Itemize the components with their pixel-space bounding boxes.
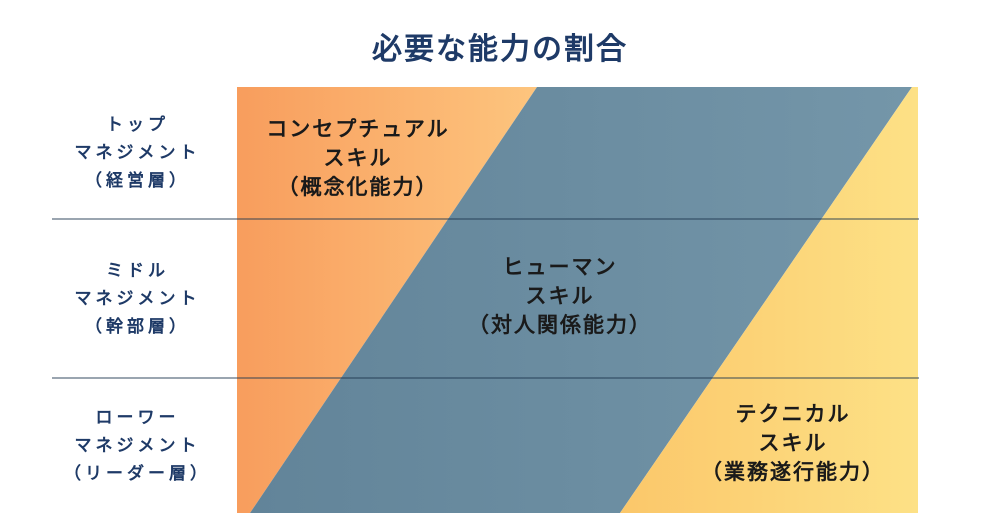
row-divider-line [52, 377, 919, 379]
row-label-line: トップ [106, 115, 169, 134]
region-label-line: （対人関係能力） [468, 314, 652, 337]
row-label-line: （経営層） [85, 171, 190, 190]
row-label-top-management: トップ マネジメント （経営層） [30, 87, 245, 219]
skills-parallelogram-chart [237, 87, 918, 513]
region-label-human-skill: ヒューマン スキル （対人関係能力） [410, 253, 710, 340]
region-label-technical-skill: テクニカル スキル （業務遂行能力） [643, 400, 943, 487]
region-label-line: スキル [525, 285, 595, 308]
row-label-line: ミドル [106, 260, 169, 280]
region-technical-skill [620, 87, 918, 513]
region-conceptual-skill [237, 87, 537, 513]
row-label-line: ローワー [95, 407, 180, 427]
region-label-line: （業務遂行能力） [701, 461, 885, 484]
row-label-line: マネジメント [74, 435, 201, 455]
region-label-line: テクニカル [735, 403, 851, 426]
row-label-line: マネジメント [74, 288, 201, 308]
region-human-skill [250, 87, 912, 513]
row-label-lower-management: ローワー マネジメント （リーダー層） [30, 378, 245, 513]
diagram-title: 必要な能力の割合 [372, 33, 628, 66]
row-label-middle-management: ミドル マネジメント （幹部層） [30, 219, 245, 378]
row-divider-line [52, 218, 919, 220]
region-label-line: コンセプチュアル [266, 118, 450, 141]
row-label-line: （リーダー層） [64, 463, 211, 483]
region-label-line: ヒューマン [502, 256, 618, 279]
region-label-line: スキル [758, 432, 828, 455]
region-label-line: （概念化能力） [277, 176, 439, 199]
region-label-line: スキル [323, 147, 393, 170]
region-label-conceptual-skill: コンセプチュアル スキル （概念化能力） [208, 115, 508, 202]
row-label-line: マネジメント [74, 143, 201, 162]
row-label-line: （幹部層） [85, 316, 190, 336]
